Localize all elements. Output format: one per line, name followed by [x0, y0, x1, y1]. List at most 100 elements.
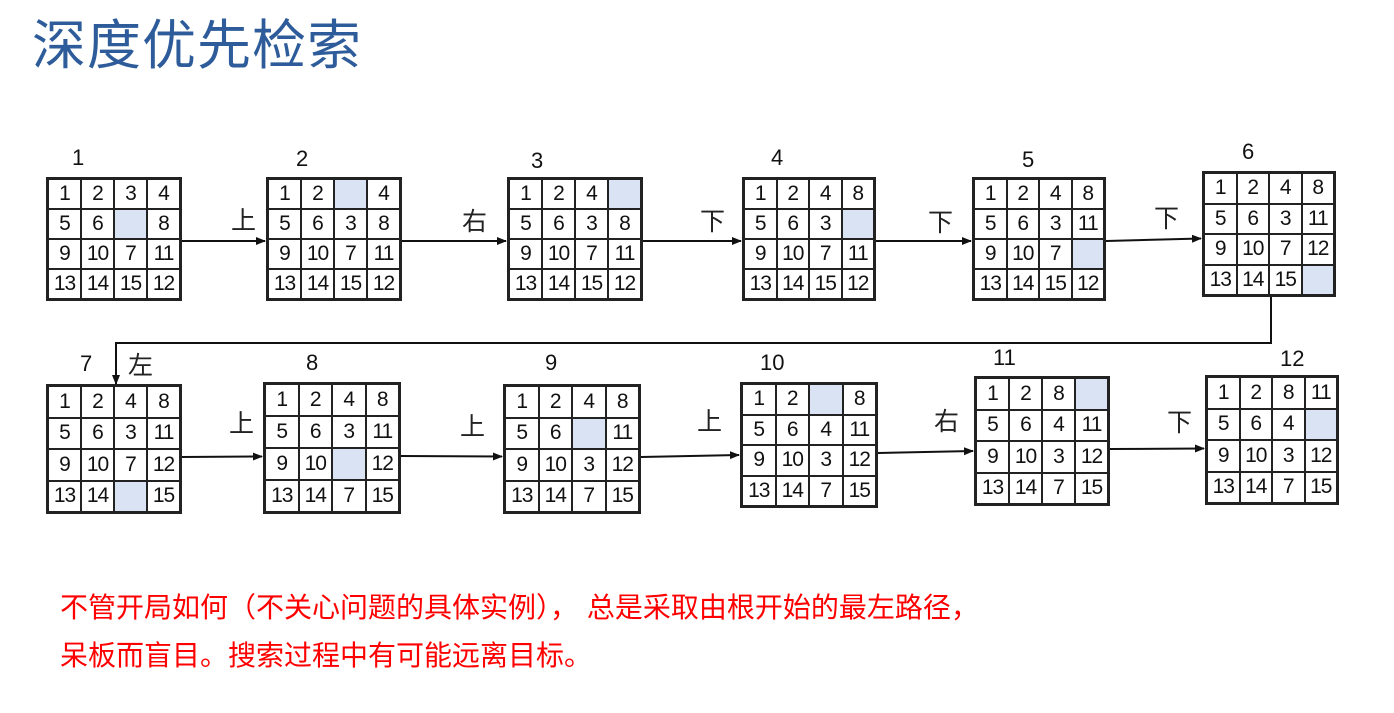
move-label-5: 下: [928, 208, 954, 237]
tile: 15: [842, 475, 876, 506]
blank-tile: [114, 209, 147, 239]
tile: 6: [1009, 409, 1042, 441]
tile: 5: [268, 209, 301, 239]
tile: 9: [268, 239, 301, 269]
tile: 11: [605, 417, 639, 449]
tile: 8: [1301, 173, 1334, 204]
tile: 4: [809, 414, 843, 445]
tile: 1: [505, 386, 539, 418]
tile: 2: [301, 179, 334, 209]
tile: 8: [147, 386, 180, 418]
tile: 8: [841, 179, 874, 209]
tile: 12: [367, 269, 400, 299]
tile: 13: [48, 480, 81, 512]
tile: 14: [542, 269, 575, 299]
tile: 4: [1039, 179, 1072, 209]
tile: 12: [605, 449, 639, 481]
step-number-6: 6: [1242, 139, 1255, 164]
tile: 15: [575, 269, 608, 299]
tile: 2: [1006, 179, 1039, 209]
step-number-11: 11: [993, 345, 1016, 370]
tile: 3: [114, 417, 147, 449]
tile: 1: [268, 179, 301, 209]
step-number-4: 4: [771, 145, 784, 170]
move-label-11: 右: [934, 407, 960, 436]
tile: 15: [114, 269, 147, 299]
tile: 15: [1304, 471, 1337, 503]
tile: 3: [1042, 441, 1075, 473]
tile: 13: [268, 269, 301, 299]
tile: 11: [841, 239, 874, 269]
step-number-12: 12: [1280, 346, 1305, 371]
tile: 14: [1236, 264, 1269, 295]
tile: 4: [1042, 409, 1075, 441]
tile: 7: [114, 239, 147, 269]
move-label-4: 下: [700, 207, 726, 236]
tile: 3: [334, 209, 367, 239]
move-label-8: 上: [229, 409, 255, 438]
tile: 15: [809, 269, 842, 299]
tile: 8: [1272, 377, 1305, 409]
tile: 11: [1304, 377, 1337, 409]
tile: 5: [1204, 203, 1237, 234]
step-number-7: 7: [80, 351, 93, 376]
tile: 11: [1301, 203, 1334, 234]
tile: 5: [505, 417, 539, 449]
tile: 7: [809, 475, 843, 506]
tile: 1: [744, 179, 777, 209]
tile: 6: [298, 416, 332, 448]
tile: 8: [1071, 179, 1104, 209]
tile: 8: [365, 384, 399, 416]
tile: 2: [81, 386, 114, 418]
tile: 14: [775, 475, 809, 506]
tile: 1: [1207, 377, 1240, 409]
tile: 15: [147, 480, 180, 512]
tile: 3: [809, 445, 843, 476]
tile: 2: [538, 386, 572, 418]
tile: 6: [81, 417, 114, 449]
tile: 5: [265, 416, 299, 448]
tile: 11: [365, 416, 399, 448]
tile: 15: [334, 269, 367, 299]
blank-tile: [1301, 264, 1334, 295]
arrow-7-to-8: [181, 452, 263, 461]
move-label-7: 左: [128, 351, 154, 380]
tile: 10: [81, 449, 114, 481]
tile: 15: [605, 480, 639, 512]
tile: 2: [1236, 173, 1269, 204]
tile: 14: [298, 480, 332, 512]
tile: 6: [1006, 209, 1039, 239]
step-number-5: 5: [1022, 147, 1035, 172]
tile: 10: [538, 449, 572, 481]
move-label-9: 上: [460, 412, 486, 441]
tile: 7: [572, 480, 606, 512]
blank-tile: [572, 417, 606, 449]
tile: 4: [147, 179, 180, 209]
blank-tile: [334, 179, 367, 209]
tile: 6: [1239, 408, 1272, 440]
tile: 8: [605, 386, 639, 418]
tile: 8: [608, 209, 641, 239]
tile: 11: [147, 239, 180, 269]
tile: 3: [572, 449, 606, 481]
tile: 9: [1207, 440, 1240, 472]
blank-tile: [1304, 408, 1337, 440]
tile: 13: [509, 269, 542, 299]
tile: 5: [48, 417, 81, 449]
tile: 13: [974, 269, 1007, 299]
step-number-10: 10: [760, 350, 785, 375]
tile: 11: [1071, 209, 1104, 239]
tile: 14: [81, 269, 114, 299]
note-line-1: 不管开局如何（不关心问题的具体实例）， 总是采取由根开始的最左路径，: [60, 591, 979, 624]
tile: 9: [48, 449, 81, 481]
note-line-2: 呆板而盲目。搜索过程中有可能远离目标。: [60, 639, 593, 672]
tile: 1: [1204, 173, 1237, 204]
blank-tile: [809, 384, 843, 415]
tile: 6: [301, 209, 334, 239]
tile: 2: [776, 179, 809, 209]
